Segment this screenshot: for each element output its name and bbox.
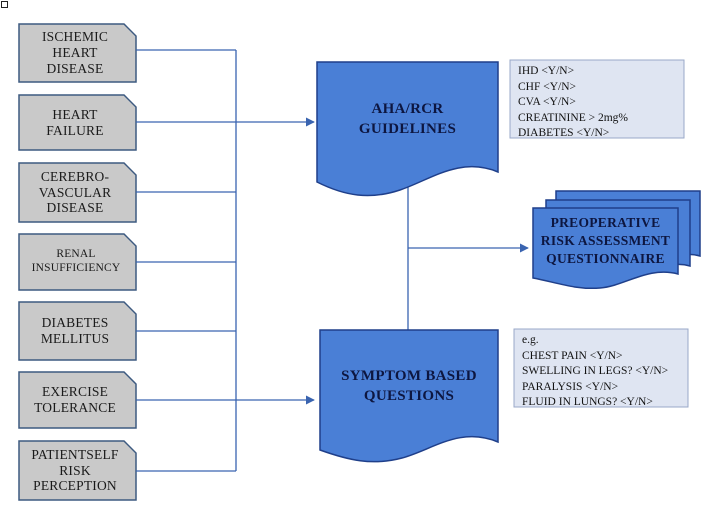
- factor-label-dm: DIABETES MELLITUS: [40, 315, 110, 346]
- guidelines-label: AHA/RCR GUIDELINES: [358, 100, 457, 137]
- questionnaire-multidocument: [532, 190, 701, 290]
- factor-box-renal-insufficiency: [18, 233, 137, 291]
- symptoms-document: [319, 329, 499, 463]
- factor-label-ihd: ISCHEMIC HEART DISEASE: [41, 29, 109, 76]
- factor-label-cvd: CEREBRO- VASCULAR DISEASE: [38, 168, 112, 216]
- symptom-items-box: [513, 328, 689, 408]
- guideline-items-text: IHD <Y/N> CHF <Y/N> CVA <Y/N> CREATININE…: [518, 65, 628, 139]
- symptom-items-text: e.g. CHEST PAIN <Y/N> SWELLING IN LEGS? …: [522, 334, 669, 408]
- factor-label-hf: HEART FAILURE: [46, 106, 104, 138]
- factor-box-ischemic-heart-disease: [18, 23, 137, 83]
- factor-box-diabetes-mellitus: [18, 301, 137, 361]
- symptoms-label: SYMPTOM BASED QUESTIONS: [341, 367, 477, 404]
- factor-box-patient-self-risk: [18, 440, 137, 501]
- guideline-items-box: [509, 59, 685, 139]
- factor-box-cerebrovascular-disease: [18, 162, 137, 223]
- factor-label-self-risk: PATIENTSELF RISK PERCEPTION: [31, 446, 119, 494]
- factor-box-exercise-tolerance: [18, 371, 137, 429]
- guidelines-document: [316, 61, 499, 197]
- questionnaire-label: PREOPERATIVE RISK ASSESSMENT QUESTIONNAI…: [540, 214, 671, 267]
- factor-label-renal: RENAL INSUFFICIENCY: [31, 248, 121, 274]
- window-corner-marker: [1, 1, 8, 8]
- factor-label-exercise: EXERCISE TOLERANCE: [34, 384, 116, 415]
- factor-connectors: [136, 49, 237, 472]
- factor-box-heart-failure: [18, 94, 137, 151]
